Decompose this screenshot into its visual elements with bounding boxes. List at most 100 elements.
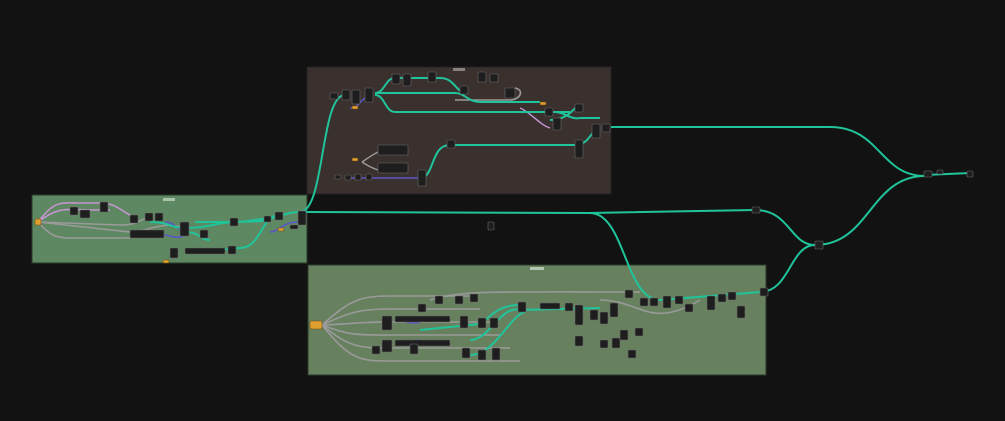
component-node[interactable] [574,304,584,326]
component-node[interactable] [674,295,684,305]
component-node[interactable] [354,173,362,181]
component-node[interactable] [99,201,109,213]
component-node[interactable] [459,315,469,329]
parameter-node[interactable] [309,320,323,330]
parameter-node[interactable] [351,105,359,110]
component-node[interactable] [564,302,574,312]
component-node[interactable] [79,209,91,219]
component-node[interactable] [377,144,409,156]
component-node[interactable] [552,117,562,131]
component-node[interactable] [229,217,239,227]
component-node[interactable] [634,327,644,337]
component-node[interactable] [341,89,351,101]
component-node[interactable] [461,347,471,359]
component-node[interactable] [179,221,190,237]
component-node[interactable] [371,345,381,355]
component-node[interactable] [344,174,352,181]
component-node[interactable] [459,85,469,95]
component-node[interactable] [297,210,307,226]
parameter-node[interactable] [351,157,359,162]
component-node[interactable] [199,229,209,239]
component-node[interactable] [69,206,79,216]
component-node[interactable] [627,349,637,359]
component-node[interactable] [402,73,412,87]
component-node[interactable] [966,170,974,178]
component-node[interactable] [454,295,464,305]
component-node[interactable] [574,139,584,159]
component-node[interactable] [662,295,672,309]
component-node[interactable] [129,214,139,224]
component-node[interactable] [504,87,516,99]
component-node[interactable] [184,247,226,255]
component-node[interactable] [619,329,629,341]
component-node[interactable] [814,240,824,250]
component-node[interactable] [169,247,179,259]
component-node[interactable] [517,301,527,313]
component-node[interactable] [574,103,584,113]
component-node[interactable] [717,293,727,303]
component-node[interactable] [351,89,361,105]
component-node[interactable] [491,347,501,361]
component-node[interactable] [727,291,737,301]
component-node[interactable] [365,173,373,181]
component-node[interactable] [751,206,761,214]
component-node[interactable] [599,339,609,349]
component-node[interactable] [227,245,237,255]
component-node[interactable] [759,287,769,297]
parameter-node[interactable] [277,227,285,232]
component-node[interactable] [417,169,427,187]
component-node[interactable] [489,73,499,83]
component-node[interactable] [409,343,419,355]
component-node[interactable] [591,123,601,139]
component-node[interactable] [417,303,427,313]
component-node[interactable] [394,315,451,323]
component-node[interactable] [599,311,609,325]
component-node[interactable] [477,71,487,83]
component-node[interactable] [639,297,649,307]
component-node[interactable] [706,295,716,311]
component-node[interactable] [477,349,487,361]
component-node[interactable] [427,71,437,83]
component-node[interactable] [446,139,456,149]
group-left[interactable] [31,194,308,264]
component-node[interactable] [434,295,444,305]
parameter-node[interactable] [34,218,42,226]
parameter-node[interactable] [162,259,170,264]
component-node[interactable] [611,337,621,349]
component-node[interactable] [539,302,561,310]
component-node[interactable] [624,289,634,299]
component-node[interactable] [589,309,599,321]
component-node[interactable] [394,339,451,347]
component-node[interactable] [487,221,495,231]
group-bottom[interactable] [307,264,767,376]
group-top[interactable] [306,66,612,195]
component-node[interactable] [736,305,746,319]
component-node[interactable] [144,212,154,222]
component-node[interactable] [381,315,393,331]
component-node[interactable] [289,224,299,230]
component-node[interactable] [154,212,164,222]
component-node[interactable] [609,302,619,318]
component-node[interactable] [364,87,374,103]
component-node[interactable] [936,169,944,175]
component-node[interactable] [574,335,584,347]
component-node[interactable] [391,73,401,85]
component-node[interactable] [923,170,933,178]
component-node[interactable] [544,107,554,117]
component-node[interactable] [601,123,611,133]
component-node[interactable] [381,339,393,353]
component-node[interactable] [489,317,499,329]
component-node[interactable] [334,174,342,180]
component-node[interactable] [649,297,659,307]
component-node[interactable] [329,92,339,100]
component-node[interactable] [129,229,165,239]
component-node[interactable] [377,162,409,174]
component-node[interactable] [469,293,479,303]
component-node[interactable] [684,303,694,313]
component-node[interactable] [477,317,487,329]
component-node[interactable] [263,215,272,223]
parameter-node[interactable] [539,101,547,106]
component-node[interactable] [274,211,284,221]
